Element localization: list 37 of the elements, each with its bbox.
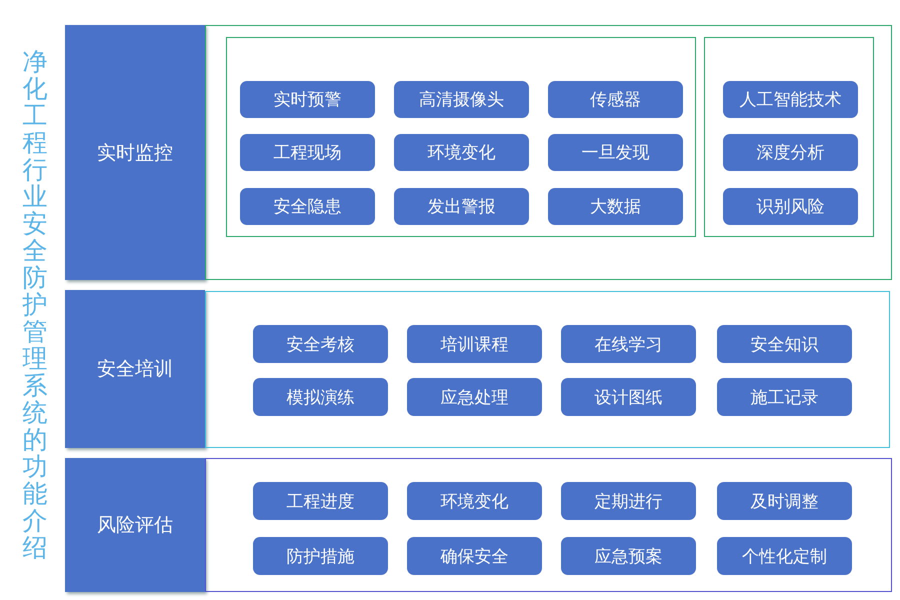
feature-button: 高清摄像头 [394,81,529,118]
category-box: 安全培训 [65,290,205,448]
panel-frame [226,37,696,237]
feature-button: 人工智能技术 [723,81,858,118]
feature-button: 定期进行 [561,482,696,520]
feature-button: 传感器 [548,81,683,118]
feature-button: 培训课程 [407,325,542,363]
feature-button: 安全隐患 [240,188,375,225]
feature-button: 应急处理 [407,378,542,416]
feature-button: 应急预案 [561,537,696,575]
title: 净化工程行业安全防护管理系统的功能介绍 [22,48,48,561]
category-box: 风险评估 [65,458,205,592]
feature-button: 个性化定制 [717,537,852,575]
feature-button: 确保安全 [407,537,542,575]
feature-button: 及时调整 [717,482,852,520]
feature-button: 在线学习 [561,325,696,363]
feature-button: 环境变化 [394,134,529,171]
feature-button: 安全考核 [253,325,388,363]
feature-button: 施工记录 [717,378,852,416]
feature-button: 安全知识 [717,325,852,363]
panel-frame [704,37,874,237]
feature-button: 设计图纸 [561,378,696,416]
panel-frame [205,458,892,592]
panel-frame [205,291,890,448]
feature-button: 工程现场 [240,134,375,171]
category-box: 实时监控 [65,25,205,280]
feature-button: 工程进度 [253,482,388,520]
feature-button: 识别风险 [723,188,858,225]
feature-button: 实时预警 [240,81,375,118]
feature-button: 发出警报 [394,188,529,225]
feature-button: 深度分析 [723,134,858,171]
feature-button: 大数据 [548,188,683,225]
feature-button: 防护措施 [253,537,388,575]
panel-frame [205,25,892,280]
feature-button: 环境变化 [407,482,542,520]
feature-button: 模拟演练 [253,378,388,416]
feature-button: 一旦发现 [548,134,683,171]
